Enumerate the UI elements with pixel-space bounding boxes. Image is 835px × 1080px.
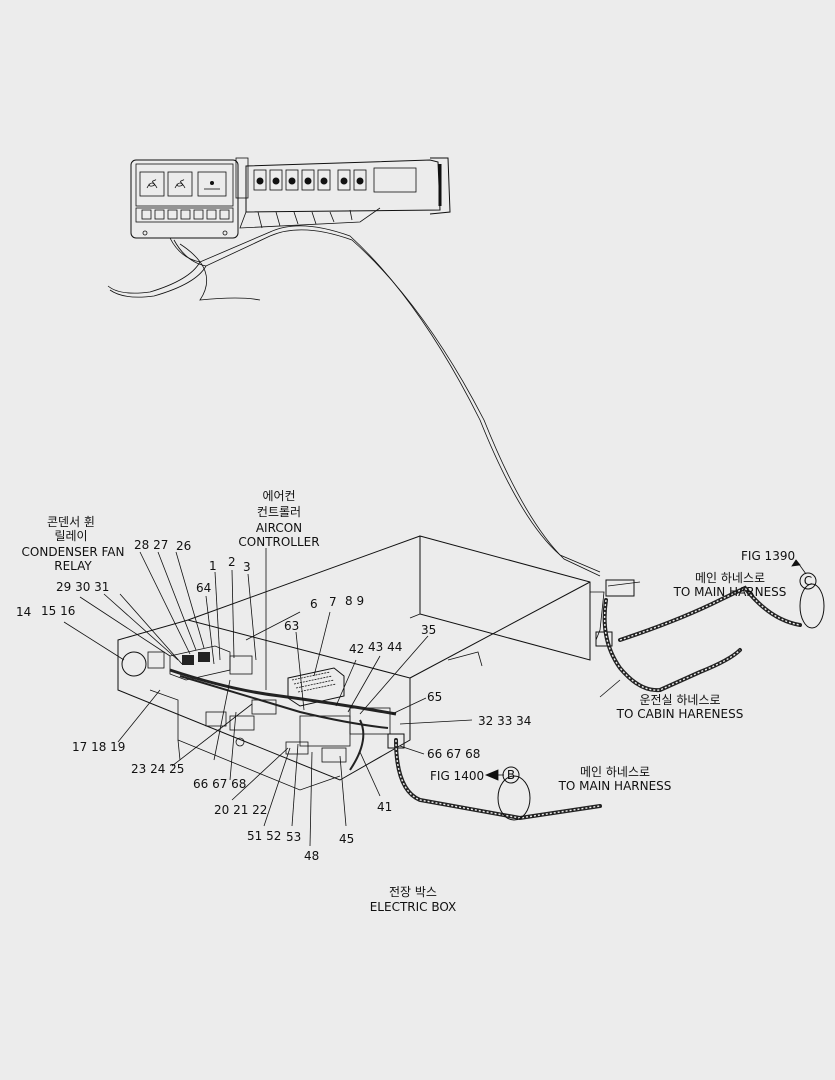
gauge-glyph-2: ک — [176, 178, 185, 189]
panel-harness-cable — [107, 225, 601, 577]
part-number: 35 — [421, 623, 436, 637]
part-number: 41 — [377, 800, 392, 814]
callout-labels: 콘덴서 휜 릴레이 CONDENSER FAN RELAY 에어컨 컨트롤러 A… — [22, 489, 817, 914]
aircon-controller-label-ko2: 컨트롤러 — [257, 505, 301, 519]
aircon-controller-label-en1: AIRCON — [256, 521, 302, 535]
condenser-fan-relay-label-ko1: 콘덴서 휜 — [47, 515, 95, 529]
part-number: 66 67 68 — [193, 777, 246, 791]
condenser-fan-relay-label-en1: CONDENSER FAN — [22, 545, 125, 559]
leader-lines — [63, 548, 807, 847]
electric-box-label-en: ELECTRIC BOX — [370, 900, 457, 914]
control-panel-illustration: ک ک — [130, 157, 451, 239]
part-number: 14 — [16, 605, 31, 619]
part-number: 26 — [176, 539, 191, 553]
aircon-controller-label-ko1: 에어컨 — [262, 489, 295, 503]
part-number: 28 27 — [134, 538, 168, 552]
condenser-fan-relay-label-ko2: 릴레이 — [54, 529, 87, 543]
fig-1390-reference: FIG 1390 — [741, 549, 795, 563]
to-cabin-harness-label-ko: 운전실 하네스로 — [639, 693, 720, 707]
aircon-controller-label-en2: CONTROLLER — [238, 535, 319, 549]
gauge-glyph-1: ک — [148, 178, 157, 189]
fig-1400-reference: FIG 1400 — [430, 769, 484, 783]
part-number-callouts: 28 27 26 1 2 3 29 30 31 14 15 16 64 6 7 … — [16, 538, 531, 863]
part-number: 23 24 25 — [131, 762, 184, 776]
ref-b-letter: B — [507, 768, 515, 782]
part-number: 29 30 31 — [56, 580, 109, 594]
harness-bundles — [394, 583, 825, 821]
part-number: 7 — [329, 595, 337, 609]
part-number: 8 9 — [345, 594, 364, 608]
part-number: 15 16 — [41, 604, 75, 618]
electric-box-illustration — [117, 535, 635, 791]
part-number: 32 33 34 — [478, 714, 531, 728]
part-number: 3 — [243, 560, 251, 574]
to-cabin-harness-label-en: TO CABIN HARENESS — [616, 707, 744, 721]
part-number: 66 67 68 — [427, 747, 480, 761]
part-number: 45 — [339, 832, 354, 846]
part-number: 65 — [427, 690, 442, 704]
to-main-harness-top-label-ko: 메인 하네스로 — [695, 571, 765, 585]
ref-c-letter: C — [804, 574, 812, 588]
part-number: 6 — [310, 597, 318, 611]
electric-box-label-ko: 전장 박스 — [389, 885, 437, 899]
part-number: 51 52 — [247, 829, 281, 843]
part-number: 17 18 19 — [72, 740, 125, 754]
part-number: 63 — [284, 619, 299, 633]
part-number: 48 — [304, 849, 319, 863]
ref-c-circle — [799, 572, 817, 590]
part-number: 43 44 — [368, 640, 402, 654]
part-number: 64 — [196, 581, 211, 595]
part-number: 53 — [286, 830, 301, 844]
to-main-harness-bottom-label-ko: 메인 하네스로 — [580, 765, 650, 779]
part-number: 1 — [209, 559, 217, 573]
part-number: 20 21 22 — [214, 803, 267, 817]
to-main-harness-top-label-en: TO MAIN HARNESS — [673, 585, 787, 599]
condenser-fan-relay-label-en2: RELAY — [54, 559, 92, 573]
to-main-harness-bottom-label-en: TO MAIN HARNESS — [558, 779, 672, 793]
ref-b-circle — [502, 766, 520, 784]
part-number: 42 — [349, 642, 364, 656]
part-number: 2 — [228, 555, 236, 569]
